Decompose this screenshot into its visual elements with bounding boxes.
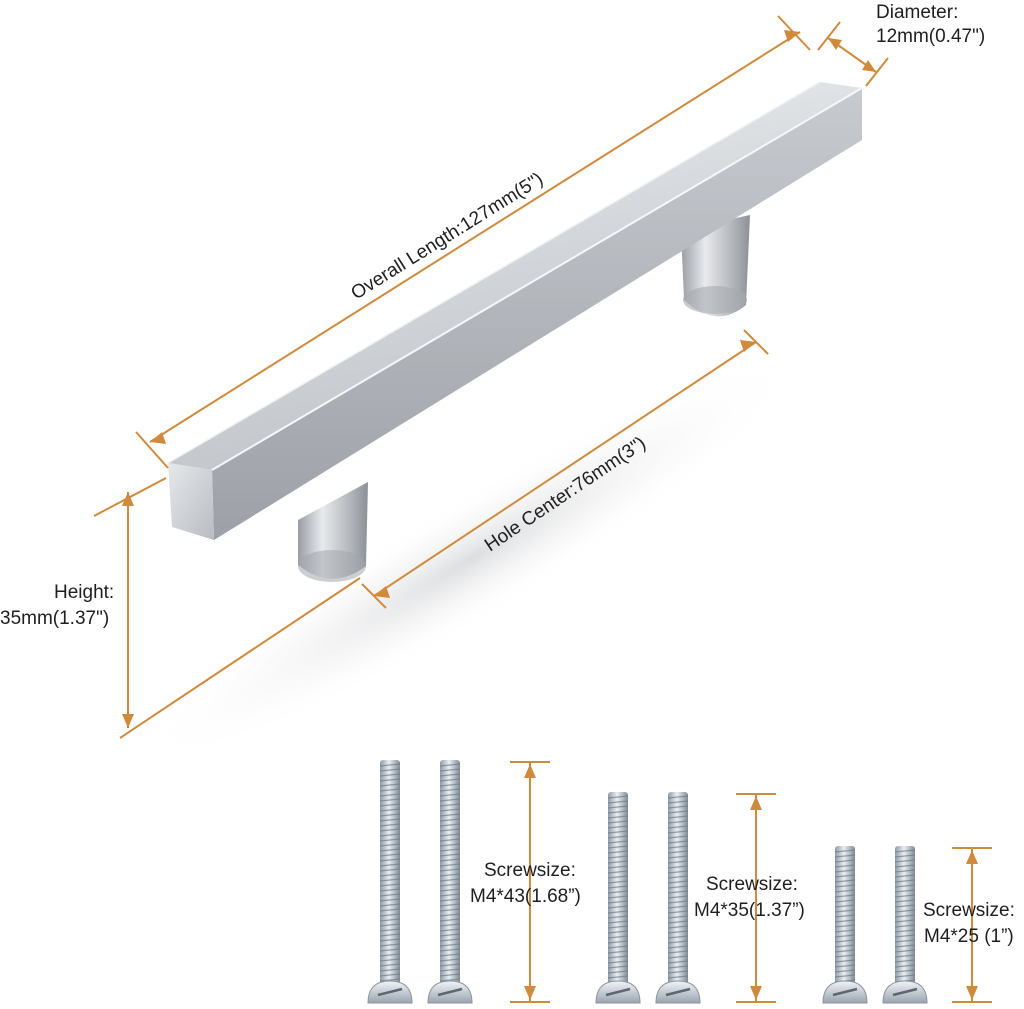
screw-medium-a: [595, 792, 641, 1004]
screw-long-a: [367, 760, 413, 1004]
cabinet-handle: [167, 81, 863, 582]
overall-length-dimension-line: [149, 31, 801, 443]
diameter-label: Diameter:: [876, 2, 958, 23]
screw-25-size-label: Screwsize:: [923, 900, 1015, 921]
screw-dimension-arrowheads: [524, 764, 978, 1000]
screw-short-b: [882, 846, 928, 1004]
screw-43-size-label: Screwsize:: [484, 860, 576, 881]
screw-43-size-value: M4*43(1.68”): [470, 886, 581, 907]
hole-center-dimension-line: [373, 341, 757, 597]
screw-long-b: [427, 760, 473, 1004]
handle-bar: [167, 81, 863, 540]
diameter-value: 12mm(0.47"): [876, 26, 985, 47]
height-value: 35mm(1.37"): [0, 608, 109, 629]
screw-35-size-value: M4*35(1.37”): [694, 900, 805, 921]
handle-shadow: [134, 352, 806, 768]
screw-dimension-lines: [510, 761, 992, 1003]
screw-short-a: [822, 846, 868, 1004]
height-label: Height:: [54, 582, 114, 603]
handle-post-front: [298, 482, 368, 582]
dimension-arrowheads: [122, 30, 876, 728]
screw-35-size-label: Screwsize:: [706, 874, 798, 895]
screws-group: [367, 760, 928, 1004]
screw-medium-b: [655, 792, 701, 1004]
screw-25-size-value: M4*25 (1”): [924, 926, 1014, 947]
